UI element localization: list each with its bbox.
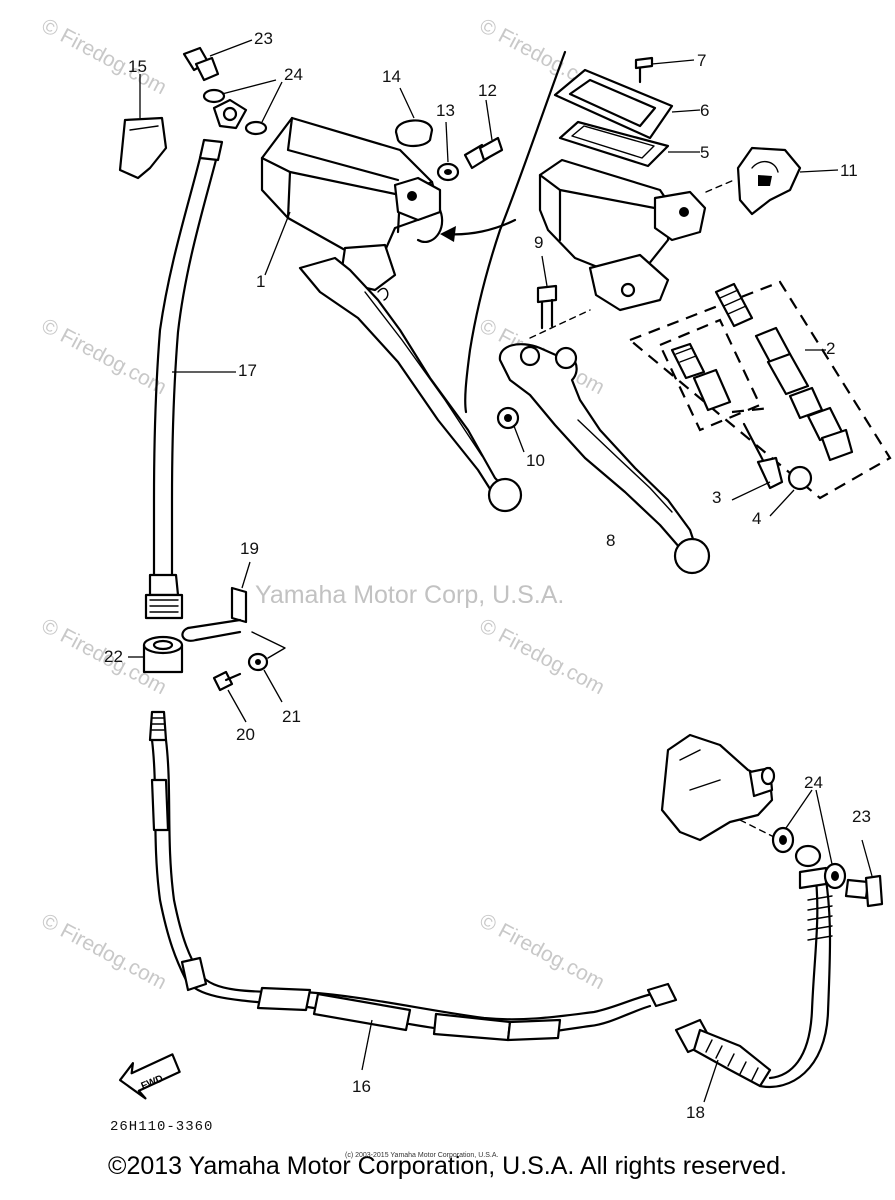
callout-12: 12: [478, 81, 497, 100]
callout-10: 10: [526, 451, 545, 470]
callout-24-upper: 24: [284, 65, 303, 84]
part-14-cap: [394, 87, 434, 148]
callout-5: 5: [700, 143, 709, 162]
part-6-cover: [553, 68, 701, 140]
part-3-push-rod: [731, 406, 784, 501]
master-cylinder-right: [538, 158, 707, 312]
callout-labels: 1 2 3 4 5 6 7 8 9 10 11 12 13 14 15 16 1…: [104, 29, 871, 1122]
part-12-bolt: [463, 99, 504, 170]
part-11-bracket: [705, 146, 839, 216]
diagram-code: 26H110-3360: [110, 1119, 213, 1135]
part-10-nut: [496, 406, 525, 453]
callout-3: 3: [712, 488, 721, 507]
direction-arrow: [440, 218, 517, 242]
callout-13: 13: [436, 101, 455, 120]
callout-6: 6: [700, 101, 709, 120]
master-cylinder-left: [260, 116, 444, 292]
watermark-firedog: © Firedog.com: [476, 614, 609, 699]
caliper: [660, 733, 781, 842]
watermark-firedog: © Firedog.com: [38, 14, 171, 99]
callout-15: 15: [128, 57, 147, 76]
part-3-sub-box: [658, 318, 762, 432]
callout-18: 18: [686, 1103, 705, 1122]
callout-24-lower: 24: [804, 773, 823, 792]
watermark-yamaha: Yamaha Motor Corp, U.S.A.: [255, 581, 564, 609]
callout-11: 11: [840, 161, 858, 180]
callout-16: 16: [352, 1077, 371, 1096]
leader-part-1: [264, 211, 291, 276]
brake-lever-right: [498, 343, 711, 575]
part-5-diaphragm: [558, 120, 700, 168]
callout-22: 22: [104, 647, 123, 666]
section-divider-line: [464, 50, 567, 414]
callout-8: 8: [606, 531, 615, 550]
callout-23-upper: 23: [254, 29, 273, 48]
part-15-boot: [118, 74, 168, 180]
small-copyright: (c) 2003-2015 Yamaha Motor Corporation, …: [345, 1152, 498, 1159]
part-22-grommet: [128, 635, 184, 674]
brake-hose-upper: [144, 98, 248, 620]
watermark-firedog: © Firedog.com: [476, 909, 609, 994]
callout-23-lower: 23: [852, 807, 871, 826]
watermark-firedog: © Firedog.com: [38, 909, 171, 994]
part-24-washers-upper: [202, 79, 283, 136]
callout-20: 20: [236, 725, 255, 744]
fwd-arrow-icon: FWD: [118, 1053, 181, 1100]
callout-2: 2: [826, 339, 835, 358]
part-4-cap: [769, 465, 813, 517]
callout-14: 14: [382, 67, 401, 86]
part-9-bolt: [529, 255, 591, 339]
part-7-screw: [634, 56, 695, 84]
callout-7: 7: [697, 51, 706, 70]
callout-4: 4: [752, 509, 761, 528]
part-21-washer: [247, 652, 283, 703]
part-23-bolt-lower: [844, 839, 884, 908]
callout-21: 21: [282, 707, 301, 726]
callout-19: 19: [240, 539, 259, 558]
part-23-bolt-upper: [182, 39, 253, 82]
callout-9: 9: [534, 233, 543, 252]
brake-hose-lower: [148, 710, 678, 1071]
part-20-screw: [212, 670, 247, 723]
watermark-firedog: © Firedog.com: [38, 314, 171, 399]
part-24-washers-lower: [771, 789, 847, 890]
brake-lever-left: [298, 256, 523, 513]
part-13-nut: [436, 121, 460, 182]
footer-copyright: ©2013 Yamaha Motor Corporation, U.S.A. A…: [108, 1152, 787, 1180]
part-2-piston-kit: [714, 282, 854, 462]
part-19-bracket: [181, 561, 286, 659]
callout-17: 17: [238, 361, 257, 380]
part-18-union: [674, 844, 833, 1103]
callout-1: 1: [256, 272, 265, 291]
